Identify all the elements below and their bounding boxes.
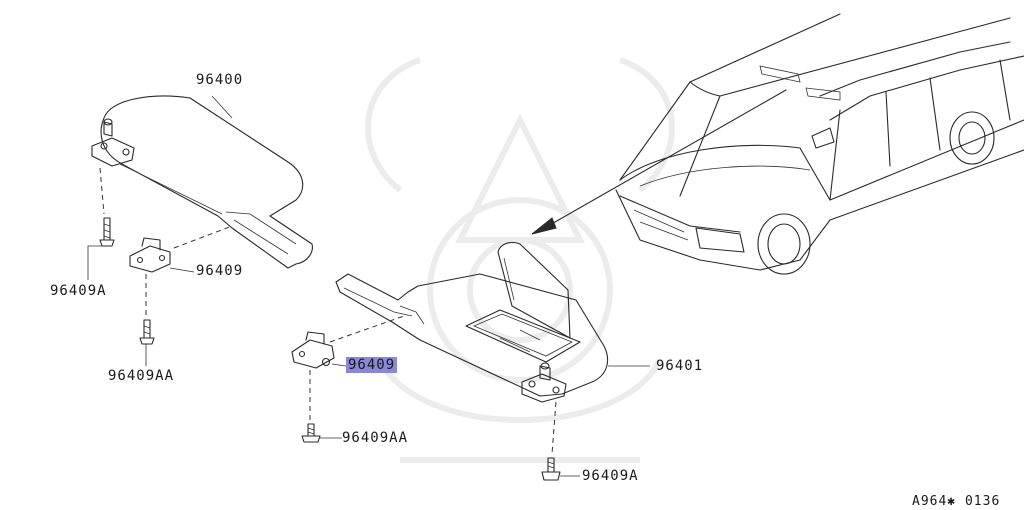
dash-left-holder [173,225,233,249]
leader-96409-right [331,363,347,367]
leader-96409a-left [87,245,104,280]
label-96409aa-left[interactable]: 96409AA [108,368,175,384]
location-arrow [531,89,787,235]
visor-holder-left[interactable] [129,237,171,273]
screw-left-a[interactable] [99,217,115,247]
label-96409a-left[interactable]: 96409A [50,283,107,299]
leader-96409-left [169,267,195,273]
dash-right-holder [329,315,405,343]
label-96400[interactable]: 96400 [196,72,244,88]
sun-visor-right[interactable] [335,241,609,403]
label-96409-left[interactable]: 96409 [196,263,244,279]
diagram-reference-code: A964✱ 0136 [912,494,1001,509]
screw-right-aa[interactable] [301,423,321,443]
screw-left-aa[interactable] [139,319,155,345]
visor-holder-right[interactable] [291,331,335,369]
leader-96400 [211,95,233,119]
dash-left-pivot [99,167,105,215]
label-96409a-right[interactable]: 96409A [582,468,639,484]
dash-right-pivot [551,401,557,455]
label-96409-right-highlighted[interactable]: 96409 [346,357,398,373]
label-96401[interactable]: 96401 [656,358,704,374]
watermark-crest [365,57,675,463]
sun-visor-left[interactable] [91,95,313,269]
label-96409aa-right[interactable]: 96409AA [342,430,409,446]
screw-right-a[interactable] [541,457,561,481]
car-illustration [615,13,1024,275]
